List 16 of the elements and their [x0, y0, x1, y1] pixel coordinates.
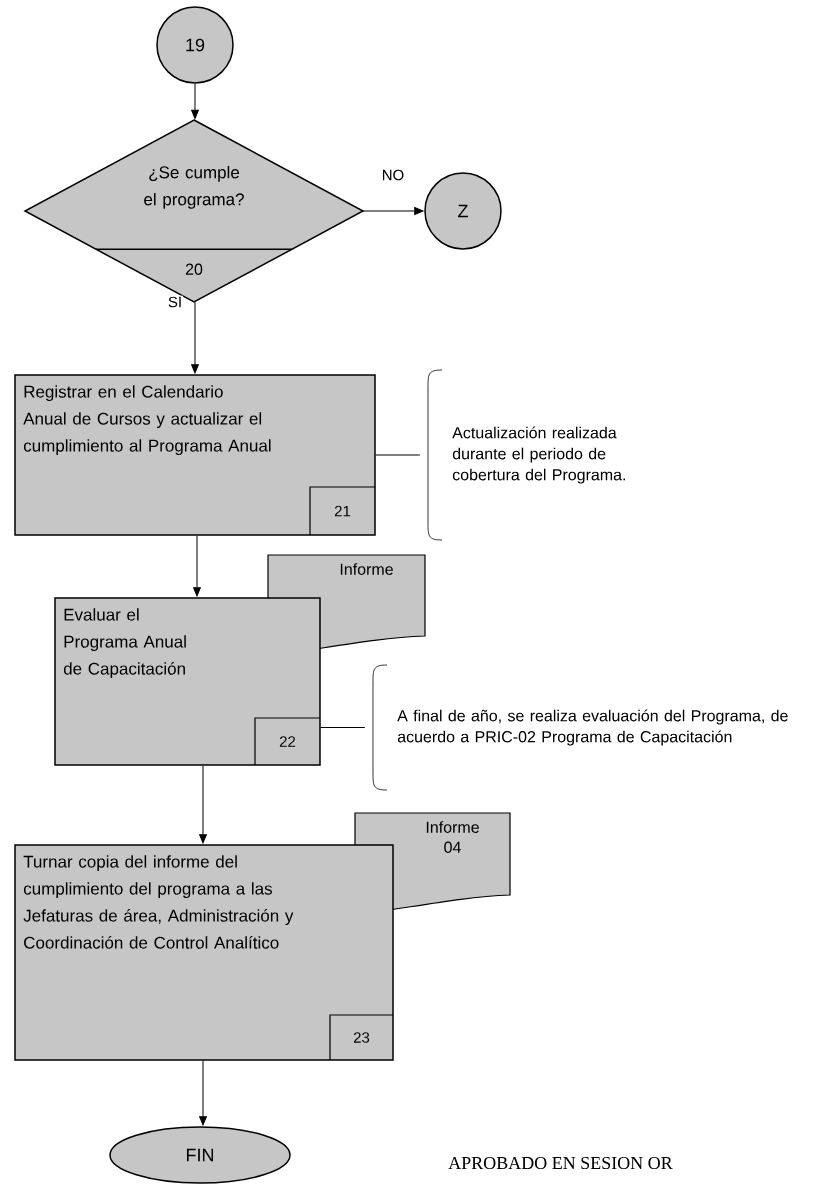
process-box: 23 Turnar copia del informe del cumplimiento del programa a las Jefaturas de área, Administración y Coordinación de Control Analítico	[14, 844, 394, 1061]
arrow	[199, 765, 207, 844]
leader-line	[375, 454, 421, 456]
process-box: 21 Registrar en el Calendario Anual de Cursos y actualizar el cumplimiento al Programa Anual	[14, 374, 376, 536]
arrow	[191, 301, 199, 374]
arrow	[193, 535, 201, 597]
approval-note: APROBADO EN SESION OR	[448, 1156, 673, 1170]
arrow	[199, 1060, 207, 1126]
process-box: 22 Evaluar el Programa Anual de Capacitación	[54, 597, 321, 766]
arrow	[191, 83, 199, 119]
edge-label: NO	[380, 168, 406, 182]
leader-line	[320, 727, 366, 728]
edge-label: SI	[166, 295, 184, 309]
annotation-note: Actualización realizada durante el periodo de cobertura del Programa.	[427, 369, 625, 541]
annotation-note: A final de año, se realiza evaluación del Programa, de acuerdo a PRIC-02 Programa de Capacitación	[372, 664, 788, 791]
arrow	[362, 207, 424, 215]
